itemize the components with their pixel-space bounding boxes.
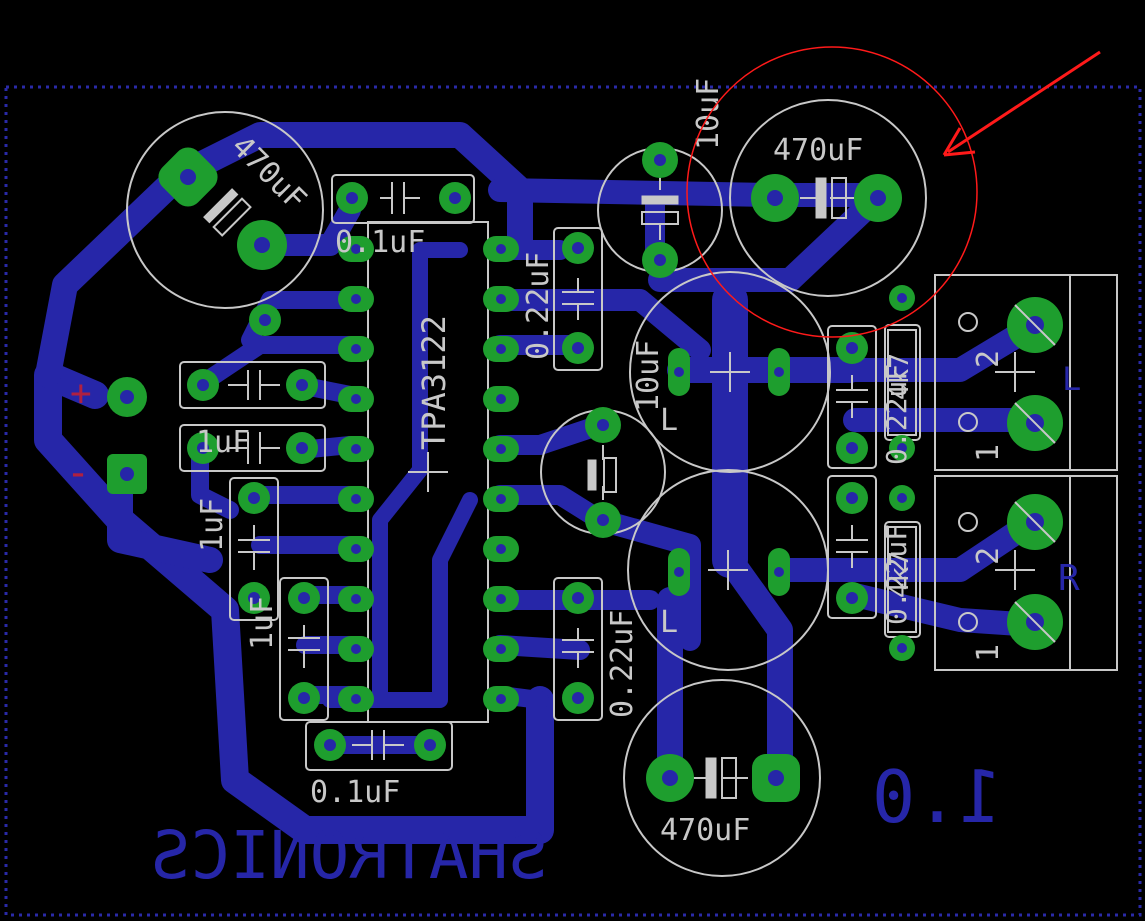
polarity-minus: - <box>66 450 90 496</box>
cap-label-1uf-d: 1uF <box>245 596 280 650</box>
pad-holes <box>120 154 1044 786</box>
coil-label-top: L <box>660 403 678 438</box>
inductor-top-outline <box>629 271 831 473</box>
copper-text: + - SHATRONICS 1.0 L R <box>66 360 1081 894</box>
cap-label-022-right-b: 0.22uF <box>880 524 913 625</box>
pin2-right: 2 <box>971 547 1006 565</box>
annotation <box>686 46 1101 338</box>
cap-1uf-b-outline <box>179 424 326 472</box>
cap-label-470-bottom: 470uF <box>660 813 750 848</box>
board-outline <box>4 85 1142 917</box>
brand-label: SHATRONICS <box>151 817 548 894</box>
cap-470-left-outline <box>126 111 324 309</box>
resistor-label-a: 4k7 <box>885 353 915 400</box>
resistor-label-b: 4k7 <box>885 551 915 598</box>
cap-1uf-a-outline <box>179 361 326 409</box>
channel-right-label: R <box>1058 558 1080 599</box>
cap-01-top-outline <box>331 174 475 224</box>
cap-022-bottom-outline <box>553 577 603 721</box>
terminal-right-outline <box>934 475 1118 671</box>
cap-label-10-mid: 10uF <box>631 340 666 412</box>
pin2-left: 2 <box>971 350 1006 368</box>
ic-label: TPA3122 <box>415 315 453 450</box>
cap-label-1uf-c: 1uF <box>195 498 230 552</box>
cap-470-top-outline <box>729 99 927 297</box>
cap-022-top-outline <box>553 227 603 371</box>
annotation-arrow <box>947 50 1101 154</box>
copper-traces <box>34 122 1047 844</box>
coil-label-bottom: L <box>660 605 678 640</box>
cap-label-01-bottom: 0.1uF <box>310 775 400 810</box>
cap-label-022-bottom: 0.22uF <box>605 610 640 718</box>
cap-label-470-top: 470uF <box>773 133 863 168</box>
terminal-left-outline <box>934 274 1118 471</box>
cap-label-01-top: 0.1uF <box>335 225 425 260</box>
version-label: 1.0 <box>872 755 1002 839</box>
cap-01-bottom-outline <box>305 721 453 771</box>
cap-label-022-top: 0.22uF <box>521 252 556 360</box>
terminal-screws <box>958 304 1056 643</box>
polarity-plus: + <box>70 373 92 414</box>
cap-470-bottom-outline <box>623 679 821 877</box>
channel-left-label: L <box>1062 360 1081 398</box>
cap-022-right-b-outline <box>827 475 877 619</box>
pin1-left: 1 <box>971 444 1006 462</box>
cap-label-1uf-a: 1uF <box>196 425 250 460</box>
cap-label-022-right-a: 0.22uF <box>880 364 913 465</box>
highlight-circle <box>686 46 978 338</box>
pin1-right: 1 <box>971 644 1006 662</box>
cap-1uf-c-outline <box>229 477 279 621</box>
cap-022-right-a-outline <box>827 325 877 469</box>
arrow-head <box>942 127 976 157</box>
cap-1uf-d-outline <box>279 577 329 721</box>
